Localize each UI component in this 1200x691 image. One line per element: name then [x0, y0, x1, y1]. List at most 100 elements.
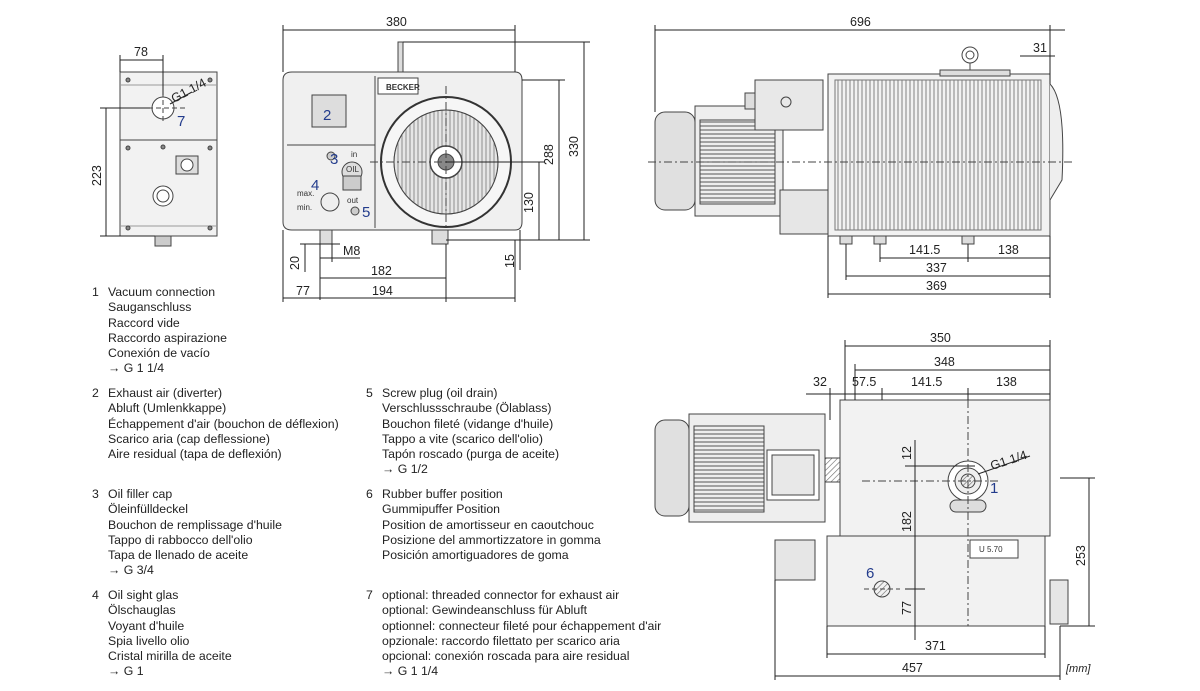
legend-line: Oil filler cap — [108, 487, 173, 501]
legend-line: Échappement d'air (bouchon de déflexion) — [108, 416, 339, 431]
callout-1: 1 — [990, 480, 998, 497]
legend-line: Gummipuffer Position — [382, 502, 501, 517]
legend-line: Voyant d'huile — [108, 618, 185, 633]
dim-bottom-h12: 12 — [900, 446, 914, 460]
legend-number: 5 — [366, 386, 373, 400]
unit-label: [mm] — [1066, 663, 1091, 675]
legend-number: 4 — [92, 588, 99, 602]
dim-bottom-w138: 138 — [996, 375, 1017, 389]
label-oil: OIL — [346, 165, 359, 174]
legend-number: 7 — [366, 588, 373, 602]
dim-front-thread: M8 — [343, 244, 360, 258]
dim-top-w369: 369 — [926, 279, 947, 293]
legend-line: Sauganschluss — [108, 300, 192, 315]
dim-bottom-w32: 32 — [813, 375, 827, 389]
dim-front-w194: 194 — [372, 284, 393, 298]
legend-line: Abluft (Umlenkkappe) — [108, 401, 227, 416]
legend-line: Scarico aria (cap deflessione) — [108, 431, 270, 446]
callout-3: 3 — [330, 151, 338, 168]
legend-line: Verschlussschraube (Ölablass) — [382, 401, 552, 416]
legend-number: 6 — [366, 487, 373, 501]
legend-item-1: 1 Vacuum connection Sauganschluss Raccor… — [92, 285, 227, 377]
label-out: out — [347, 196, 359, 205]
side-elevation-view — [648, 25, 1072, 298]
legend-item-7: 7 optional: threaded connector for exhau… — [366, 588, 661, 680]
dim-front-h15: 15 — [503, 254, 517, 268]
legend-line: Bouchon de remplissage d'huile — [108, 517, 282, 532]
legend-line: → G 1 1/4 — [382, 664, 439, 679]
dim-bottom-w371: 371 — [925, 639, 946, 653]
callout-5: 5 — [362, 204, 370, 221]
dim-side-height: 223 — [90, 165, 104, 186]
dim-top-w31: 31 — [1033, 41, 1047, 55]
legend-line: Öleinfülldeckel — [108, 502, 188, 517]
label-min: min. — [297, 203, 312, 212]
legend-line: Aire residual (tapa de deflexión) — [108, 447, 282, 462]
legend-number: 3 — [92, 487, 99, 501]
legend-line: Rubber buffer position — [382, 487, 503, 501]
legend-line: Vacuum connection — [108, 285, 216, 299]
legend-line: optional: Gewindeanschluss für Abluft — [382, 603, 588, 618]
dim-bottom-w457: 457 — [902, 661, 923, 675]
legend-item-5: 5 Screw plug (oil drain) Verschlussschra… — [366, 386, 559, 478]
legend-line: Tapa de llenado de aceite — [108, 548, 249, 563]
dim-front-h288: 288 — [542, 144, 556, 165]
legend-line: Screw plug (oil drain) — [382, 386, 498, 400]
dim-top-length: 696 — [850, 15, 871, 29]
legend-line: opcional: conexión roscada para aire res… — [382, 649, 630, 664]
legend-line: Raccordo aspirazione — [108, 330, 227, 345]
legend-line: Posición amortiguadores de goma — [382, 548, 569, 563]
legend-line: Spia livello olio — [108, 633, 190, 648]
legend-number: 1 — [92, 285, 99, 299]
plan-view — [654, 340, 1095, 680]
dim-bottom-w350: 350 — [930, 331, 951, 345]
legend-line: → G 1/2 — [382, 462, 428, 477]
plate-label: U 5.70 — [979, 545, 1003, 554]
side-view — [100, 55, 218, 247]
legend-line: Raccord vide — [108, 315, 180, 330]
callout-6: 6 — [866, 565, 874, 582]
brand-label: BECKER — [386, 83, 420, 92]
legend-line: Cristal mirilla de aceite — [108, 649, 232, 664]
dim-front-w77: 77 — [296, 284, 310, 298]
legend-line: Tappo a vite (scarico dell'olio) — [382, 431, 543, 446]
legend-line: optionnel: connecteur fileté pour échapp… — [382, 618, 662, 633]
legend-number: 2 — [92, 386, 99, 400]
callout-4: 4 — [311, 177, 319, 194]
legend-item-3: 3 Oil filler cap Öleinfülldeckel Bouchon… — [92, 487, 282, 579]
dim-side-width: 78 — [134, 45, 148, 59]
dim-front-h130: 130 — [522, 192, 536, 213]
dim-top-w337: 337 — [926, 261, 947, 275]
legend-item-6: 6 Rubber buffer position Gummipuffer Pos… — [366, 487, 601, 563]
legend-line: → G 3/4 — [108, 563, 154, 578]
legend-line: Tappo di rabbocco dell'olio — [108, 532, 253, 547]
legend-line: Ölschauglas — [108, 603, 176, 618]
dim-front-h20: 20 — [288, 256, 302, 270]
dim-bottom-w141: 141.5 — [911, 375, 942, 389]
legend-line: Bouchon fileté (vidange d'huile) — [382, 416, 554, 431]
legend-line: Posizione del ammortizzatore in gomma — [382, 532, 601, 547]
dim-front-w182: 182 — [371, 264, 392, 278]
label-max: max. — [297, 189, 314, 198]
dim-front-width: 380 — [386, 15, 407, 29]
dim-front-h330: 330 — [567, 136, 581, 157]
dim-bottom-w57: 57.5 — [852, 375, 876, 389]
legend-item-4: 4 Oil sight glas Ölschauglas Voyant d'hu… — [92, 588, 232, 680]
legend-line: Tapón roscado (purga de aceite) — [382, 447, 560, 462]
dim-bottom-w348: 348 — [934, 355, 955, 369]
callout-2: 2 — [323, 107, 331, 124]
legend-line: opzionale: raccordo filettato per scaric… — [382, 633, 620, 648]
dim-bottom-h253: 253 — [1074, 545, 1088, 566]
legend-line: optional: threaded connector for exhaust… — [382, 588, 620, 602]
legend-line: Position de amortisseur en caoutchouc — [382, 517, 594, 532]
legend-line: → G 1 — [108, 664, 144, 679]
dim-bottom-h77: 77 — [900, 601, 914, 615]
label-in: in — [351, 150, 357, 159]
front-view — [282, 25, 590, 302]
callout-7: 7 — [177, 113, 185, 130]
dim-bottom-h182: 182 — [900, 511, 914, 532]
dim-top-w141: 141.5 — [909, 243, 940, 257]
legend-item-2: 2 Exhaust air (diverter) Abluft (Umlenkk… — [92, 386, 339, 462]
legend-line: → G 1 1/4 — [108, 361, 165, 376]
